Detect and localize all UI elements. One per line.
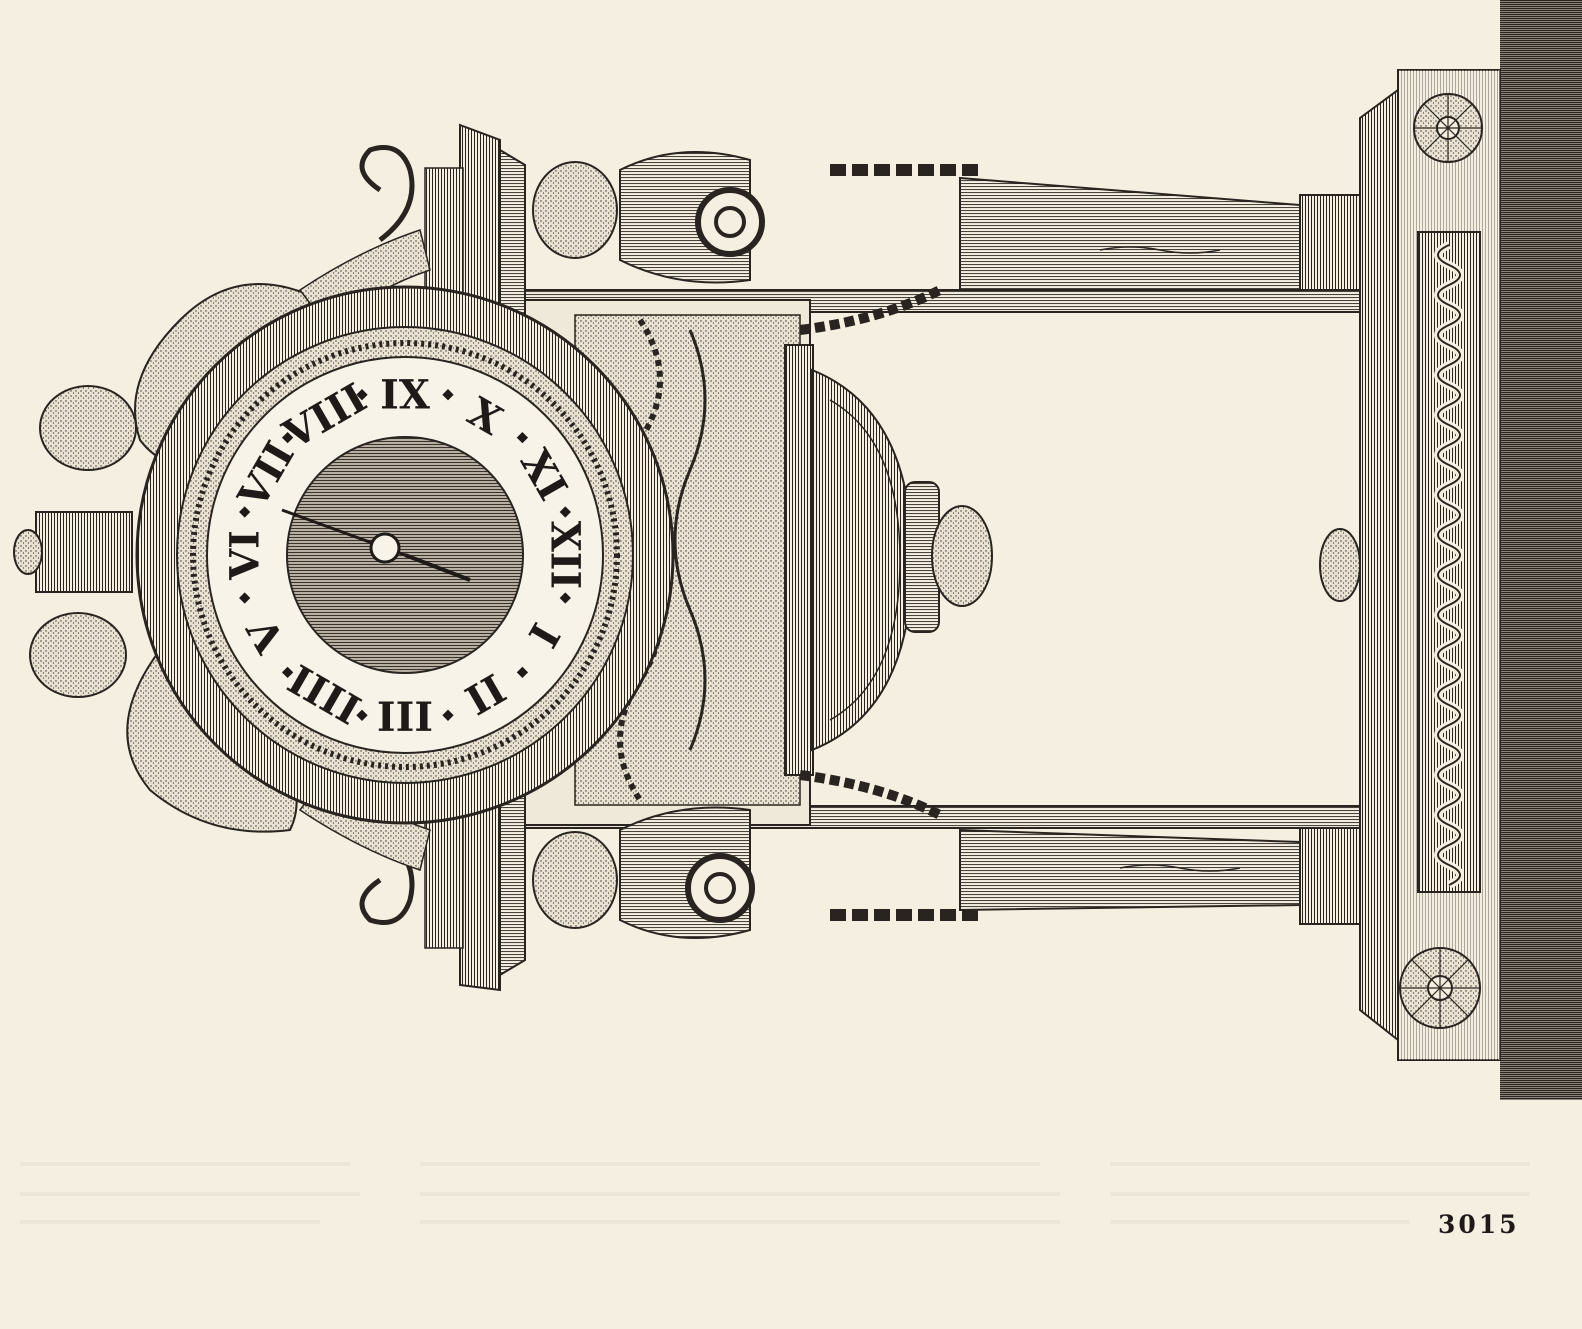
column-top	[959, 176, 1361, 306]
dial-diamond-marker	[559, 592, 571, 604]
dial-numeral: IX	[380, 372, 430, 419]
dial-diamond-marker	[442, 389, 454, 401]
dial-diamond-marker	[356, 709, 368, 721]
caryatid-heads	[532, 151, 980, 939]
dial-diamond-marker	[281, 666, 294, 679]
dial-diamond-marker	[281, 431, 294, 444]
plate-number: 3015	[1438, 1210, 1520, 1239]
hour-hand	[404, 553, 471, 582]
dial-numeral: III	[377, 692, 433, 739]
dial-diamond-marker	[356, 389, 368, 401]
plinth-shadow	[1500, 0, 1582, 1100]
dial-center	[369, 532, 401, 564]
rosette-top	[1413, 93, 1483, 163]
dial-diamond-marker	[559, 506, 571, 518]
column-bottom	[959, 827, 1361, 925]
urn-finial	[931, 505, 993, 607]
dial-numeral: XII	[542, 521, 589, 589]
bleed-through-text	[20, 1162, 1530, 1224]
dial-numeral: VI	[222, 530, 269, 581]
clock-socle	[1319, 88, 1399, 1043]
clock-case	[519, 299, 814, 826]
ornamental-urn	[811, 368, 993, 752]
rosette-bottom	[1399, 947, 1481, 1029]
dial-diamond-marker	[239, 592, 251, 604]
dial-diamond-marker	[516, 666, 529, 679]
dial-diamond-marker	[516, 431, 529, 444]
clock-base	[1397, 69, 1501, 1061]
dial-diamond-marker	[442, 709, 454, 721]
dial-diamond-marker	[239, 506, 251, 518]
